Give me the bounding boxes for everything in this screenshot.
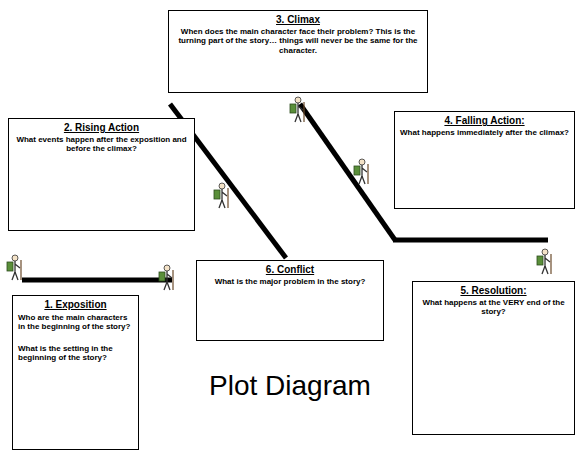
box-heading: 3. Climax xyxy=(174,14,422,26)
question-box: 6. ConflictWhat is the major problem in … xyxy=(196,260,384,341)
box-question: Who are the main characters in the begin… xyxy=(18,313,133,332)
hiker-figure xyxy=(537,249,551,274)
box-question: What happens immediately after the clima… xyxy=(400,128,569,138)
question-box: 3. ClimaxWhen does the main character fa… xyxy=(168,10,428,93)
box-question: What happens at the VERY end of the stor… xyxy=(418,298,569,317)
hiker-figure xyxy=(354,159,368,184)
box-heading: 4. Falling Action: xyxy=(400,115,569,127)
hiker-figure xyxy=(290,97,304,122)
question-box: 4. Falling Action:What happens immediate… xyxy=(394,111,575,209)
hiker-figure xyxy=(159,265,173,290)
box-question: What is the major problem in the story? xyxy=(202,277,378,287)
box-heading: 2. Rising Action xyxy=(14,122,189,134)
question-box: 2. Rising ActionWhat events happen after… xyxy=(8,118,195,231)
hiker-figure xyxy=(7,255,21,280)
diagram-title: Plot Diagram xyxy=(150,370,430,402)
question-box: 5. Resolution:What happens at the VERY e… xyxy=(412,281,575,435)
box-question: When does the main character face their … xyxy=(174,27,422,56)
question-box: 1. ExpositionWho are the main characters… xyxy=(12,295,139,450)
box-question: What events happen after the exposition … xyxy=(14,135,189,154)
box-heading: 5. Resolution: xyxy=(418,285,569,297)
box-question: What is the setting in the beginning of … xyxy=(18,344,133,363)
box-heading: 1. Exposition xyxy=(18,299,133,311)
hiker-figure xyxy=(214,183,228,208)
box-heading: 6. Conflict xyxy=(202,264,378,276)
